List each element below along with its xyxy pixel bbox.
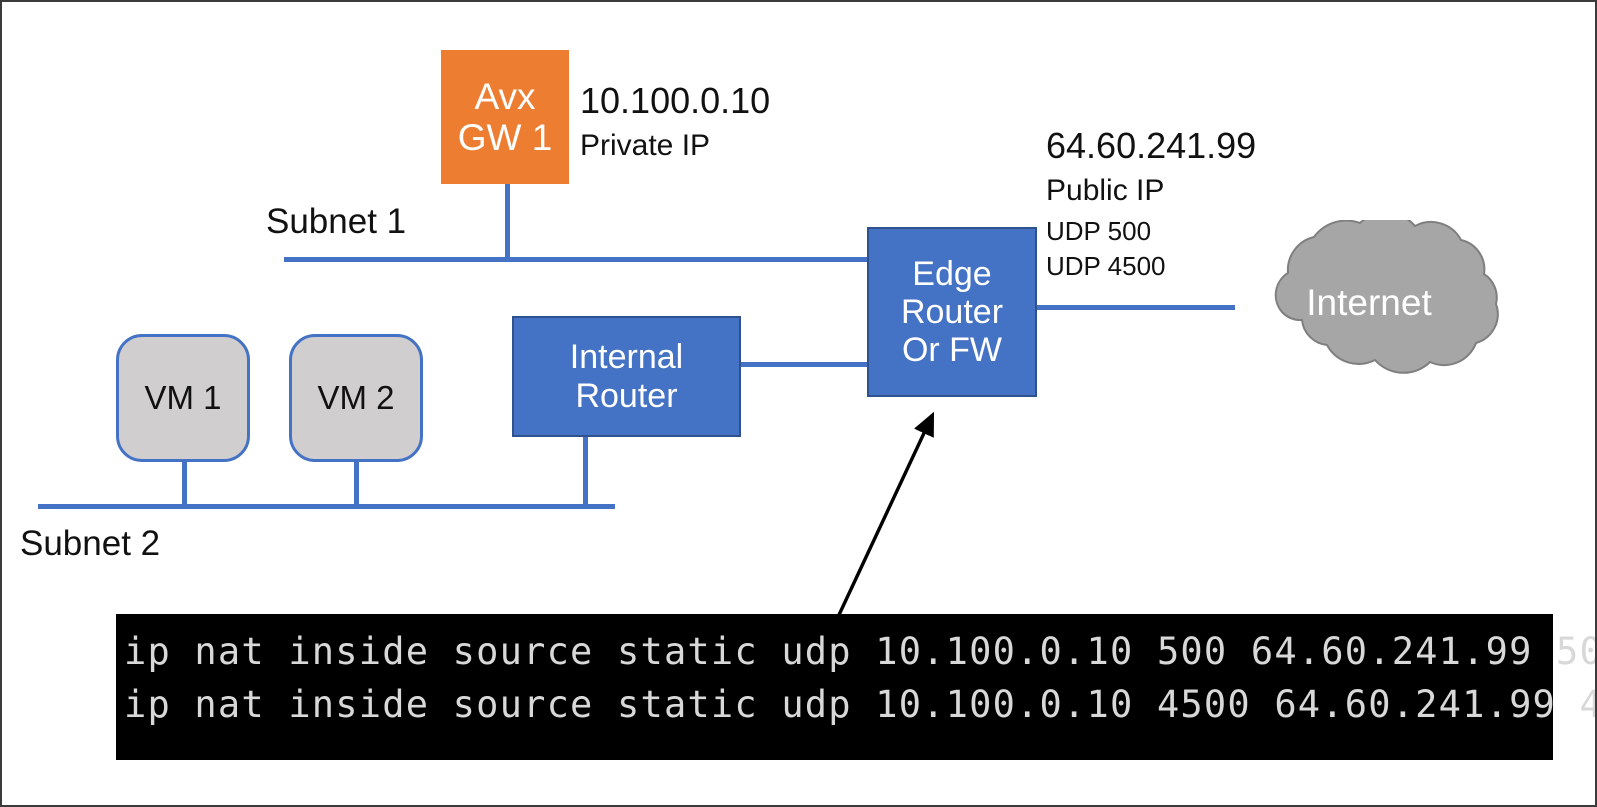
link-internalrouter-to-subnet2 bbox=[583, 436, 588, 508]
label-private-ip-address: 10.100.0.10 bbox=[580, 80, 771, 121]
node-avx-gateway-1[interactable]: Avx GW 1 bbox=[441, 50, 569, 184]
node-internet-cloud[interactable]: Internet bbox=[1224, 211, 1514, 385]
link-avxgw-to-subnet1 bbox=[505, 184, 510, 261]
label-public-ip-caption: Public IP bbox=[1046, 174, 1165, 207]
link-edgerouter-to-internet bbox=[1035, 305, 1235, 310]
annotation-arrow-to-edge-router bbox=[836, 411, 935, 618]
label-udp-4500: UDP 4500 bbox=[1046, 251, 1166, 281]
link-subnet2-bus bbox=[38, 504, 615, 509]
node-avx-gateway-1-line1: Avx bbox=[474, 75, 536, 117]
node-vm-2-label: VM 2 bbox=[317, 378, 395, 416]
node-avx-gateway-1-line2: GW 1 bbox=[457, 117, 553, 158]
label-subnet-1: Subnet 1 bbox=[266, 202, 407, 241]
label-udp-500: UDP 500 bbox=[1046, 216, 1152, 246]
link-vm1-to-subnet2 bbox=[182, 460, 187, 508]
node-vm-1-label: VM 1 bbox=[144, 378, 222, 416]
node-vm-2[interactable]: VM 2 bbox=[289, 334, 423, 462]
link-internalrouter-to-edgerouter bbox=[740, 362, 870, 367]
cli-command-line-1: ip nat inside source static udp 10.100.0… bbox=[124, 630, 1595, 673]
link-vm2-to-subnet2 bbox=[354, 460, 359, 508]
node-vm-1[interactable]: VM 1 bbox=[116, 334, 250, 462]
node-edge-router-or-firewall[interactable]: Edge Router Or FW bbox=[867, 227, 1037, 397]
node-internal-router-line2: Router bbox=[575, 376, 678, 415]
label-public-ip-address: 64.60.241.99 bbox=[1046, 125, 1257, 166]
node-edge-router-line1: Edge bbox=[912, 254, 992, 293]
cli-command-panel: ip nat inside source static udp 10.100.0… bbox=[116, 614, 1595, 760]
label-private-ip-caption: Private IP bbox=[580, 129, 711, 162]
node-edge-router-line3: Or FW bbox=[901, 331, 1003, 370]
link-subnet1-bus bbox=[284, 257, 884, 262]
cli-command-line-2: ip nat inside source static udp 10.100.0… bbox=[124, 682, 1595, 726]
node-edge-router-line2: Router bbox=[900, 292, 1004, 331]
node-internal-router[interactable]: Internal Router bbox=[512, 316, 741, 437]
label-subnet-2: Subnet 2 bbox=[20, 524, 161, 563]
cloud-icon bbox=[1274, 211, 1499, 374]
node-internal-router-line1: Internal bbox=[569, 338, 684, 377]
